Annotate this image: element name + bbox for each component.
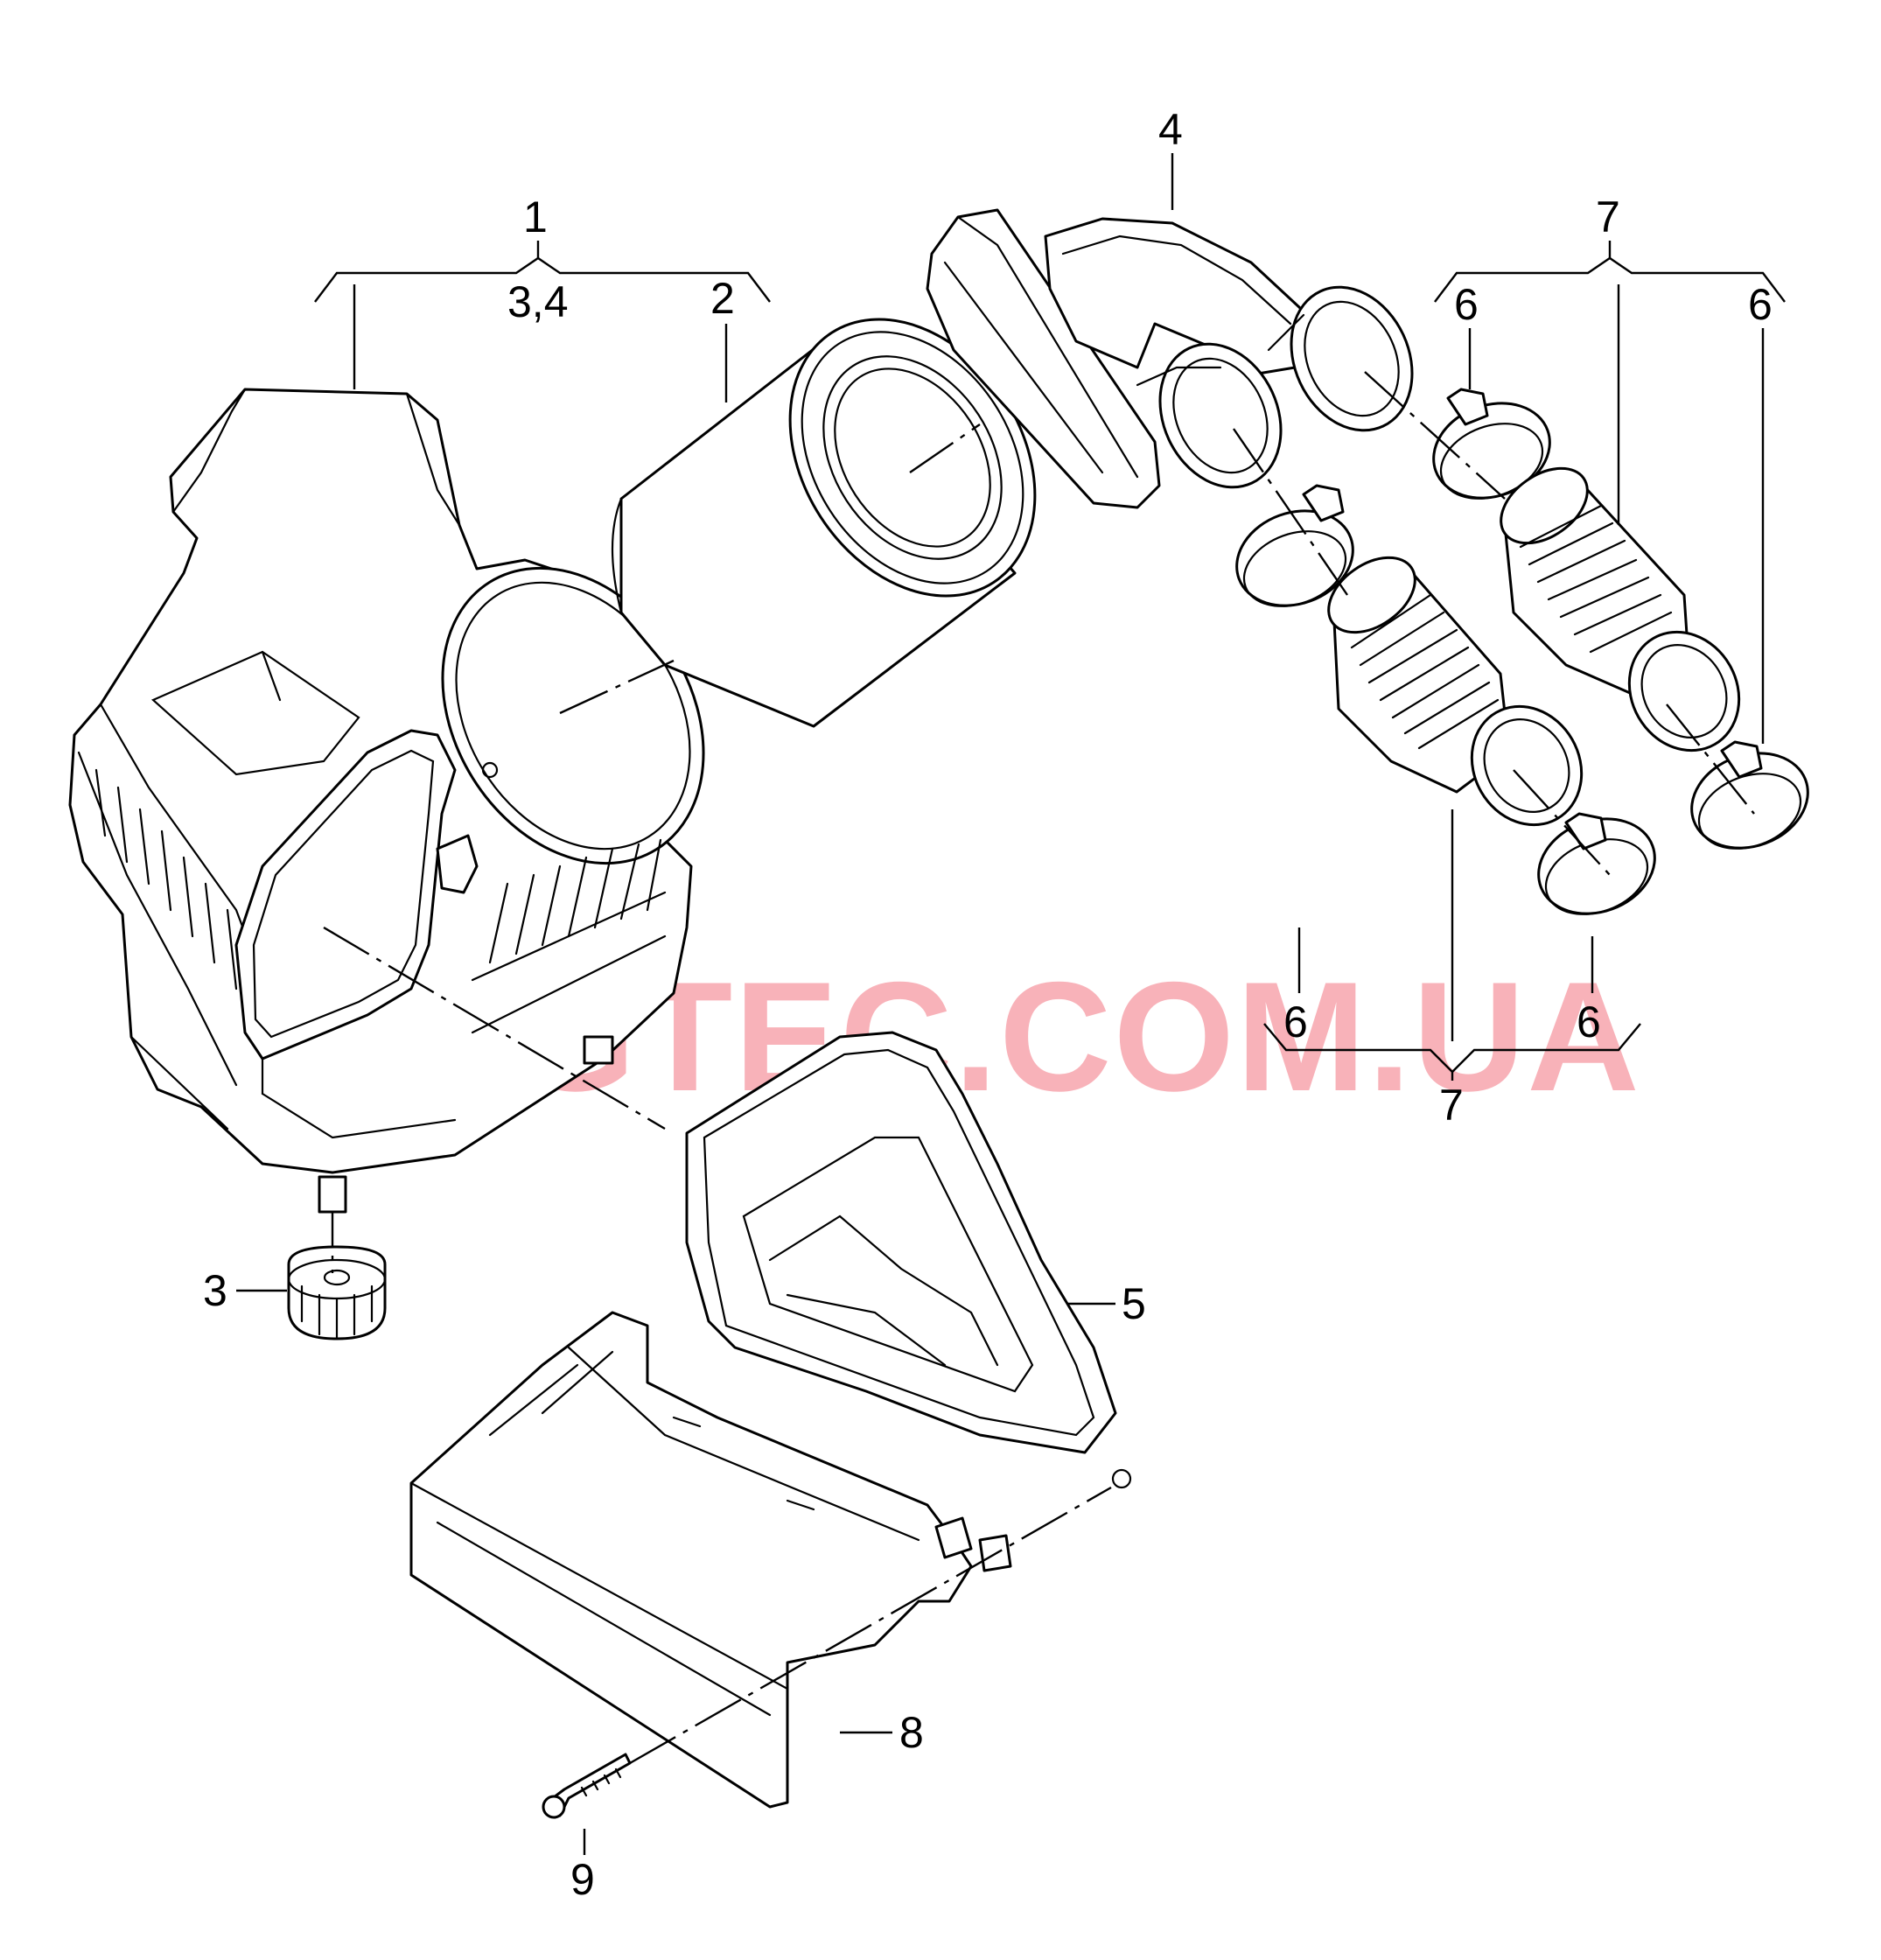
- label-8: 8: [899, 1708, 924, 1757]
- hose-clamp: [1235, 484, 1354, 607]
- label-3-4: 3,4: [507, 277, 569, 326]
- label-6-top-left: 6: [1454, 280, 1479, 329]
- hose-clamp: [1537, 812, 1656, 915]
- air-duct-seal: [685, 1031, 1132, 1489]
- label-7-top: 7: [1596, 192, 1620, 242]
- screw: [542, 1753, 632, 1819]
- callout-labels: 1 3,4 2 4 7 6 6 6 6 7 3 5 8 9: [203, 105, 1773, 1904]
- hose-clamp: [1690, 740, 1809, 850]
- label-9: 9: [570, 1855, 595, 1904]
- rubber-grommet: [287, 1245, 387, 1340]
- label-1: 1: [523, 192, 548, 242]
- label-6-bottom-right: 6: [1577, 998, 1601, 1046]
- bellows-hose: [1500, 466, 1741, 752]
- label-6-top-right: 6: [1748, 280, 1773, 329]
- label-7-bottom: 7: [1439, 1081, 1464, 1130]
- intake-elbow: [926, 208, 1414, 509]
- filter-element: [611, 318, 1037, 728]
- lower-tray: [409, 1311, 1012, 1809]
- label-5: 5: [1122, 1279, 1146, 1328]
- label-3: 3: [203, 1266, 227, 1315]
- hose-clamp: [1432, 388, 1551, 500]
- leader-lines: [236, 153, 1786, 1855]
- label-4: 4: [1158, 105, 1183, 154]
- label-2: 2: [710, 274, 735, 323]
- label-6-bottom-left: 6: [1283, 998, 1308, 1046]
